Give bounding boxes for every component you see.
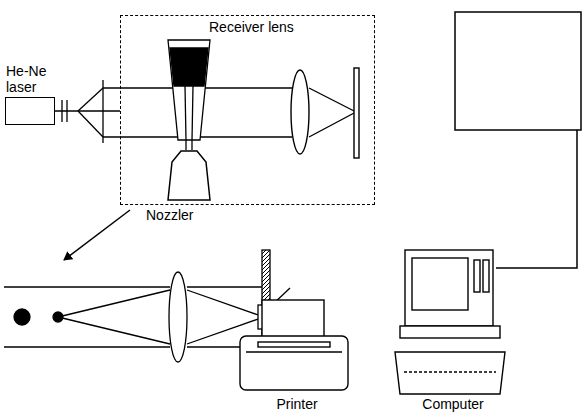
receiver-lens — [291, 68, 359, 158]
computer-symbol-part — [404, 371, 496, 372]
computer-symbol-part — [483, 260, 489, 292]
nozzle-label: Nozzler — [146, 207, 193, 223]
lens-label: Receiver lens — [209, 19, 294, 35]
laser-box: He-Ne laser — [5, 97, 55, 125]
computer: Computer — [393, 245, 513, 412]
beam-expander-part — [78, 111, 103, 137]
computer-symbol-part — [400, 326, 500, 338]
printer-symbol-part — [262, 300, 324, 338]
spray-part — [185, 140, 186, 150]
printer-symbol-part — [240, 336, 348, 390]
inset-optics-part — [187, 290, 264, 317]
spray-part — [192, 86, 193, 140]
inset-optics-part — [4, 346, 170, 347]
spray-part — [170, 48, 208, 86]
inset-arrow — [64, 210, 130, 260]
computer-label: Computer — [393, 396, 513, 412]
inset-optics-part — [4, 286, 170, 287]
receiver-lens-part — [309, 112, 356, 137]
laser-label: He-Ne laser — [6, 63, 56, 95]
computer-symbol — [395, 250, 505, 394]
spray-part — [168, 40, 210, 140]
printer-symbol — [240, 300, 348, 390]
spray-part — [185, 86, 186, 140]
spray-part — [191, 140, 192, 150]
detector-box — [455, 12, 581, 130]
inset-optics-part — [14, 309, 30, 325]
beam-expander-part — [78, 88, 103, 111]
signal-wire-part — [496, 130, 577, 268]
inset-optics-part — [58, 317, 170, 344]
signal-wire — [496, 130, 577, 268]
inset-optics-part — [187, 286, 262, 287]
receiver-lens-part — [354, 68, 359, 158]
laser-beam — [55, 110, 120, 111]
inset-optics-part — [169, 272, 187, 362]
printer-label: Printer — [240, 396, 354, 412]
computer-symbol-part — [395, 352, 505, 394]
computer-symbol-part — [412, 258, 468, 310]
printer: Printer — [240, 300, 354, 412]
computer-symbol-part — [474, 260, 480, 292]
detector-box-part — [455, 12, 581, 130]
inset-optics-part — [58, 290, 170, 317]
nozzle-part — [168, 151, 210, 200]
printer-symbol-part — [246, 351, 342, 352]
computer-symbol-part — [405, 250, 493, 326]
printer-symbol-part — [258, 342, 330, 347]
spray — [168, 40, 210, 150]
measurement-zone: Receiver lensNozzler — [120, 15, 375, 205]
nozzle — [168, 151, 210, 200]
receiver-lens-part — [309, 88, 356, 112]
receiver-lens-part — [291, 70, 309, 154]
inset-arrow-part — [64, 210, 130, 260]
